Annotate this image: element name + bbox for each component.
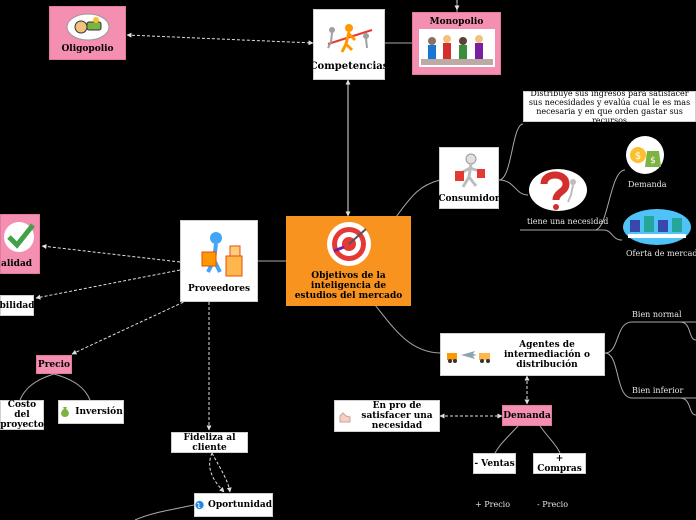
competencias-label: Competencias [309,60,389,72]
globe-icon [195,500,204,510]
checkmark-icon [4,222,35,252]
distribuye-text: Distribuye sus ingresos para satisfacer … [528,88,691,125]
node-oportunidad[interactable]: Oportunidad [194,493,273,517]
delivery-boxes-icon [201,232,243,277]
node-agentes[interactable]: Agentes de intermediación o distribución [440,333,605,376]
link-proveedores-calidad [41,244,181,263]
bilidad-label: bilidad [0,300,35,311]
link-central-agentes [374,304,441,354]
calidad-label: alidad [1,259,33,269]
agentes-label: Agentes de intermediación o distribución [504,339,590,370]
node-precio[interactable]: Precio [36,355,72,374]
mas-compras-label: + Compras [537,453,582,474]
link-precio-costo [19,373,55,401]
bien-normal-label: Bien normal [632,310,682,319]
link-demanda-compras [539,425,561,454]
node-monopolio[interactable]: Monopolio [412,12,501,75]
proveedores-label: Proveedores [187,284,251,294]
node-bilidad[interactable]: bilidad [0,295,34,316]
svg-text:$: $ [635,151,641,162]
node-proveedores[interactable]: Proveedores [180,220,258,302]
crowd-market-icon [418,29,495,67]
node-consumidor[interactable]: Consumidor [438,147,500,209]
link-consumidor-distribuye [498,123,524,181]
link-consumidor-necesidad [498,179,529,196]
link-bien-inferior-tail [679,397,696,416]
link-agentes-bien-normal [604,321,696,354]
svg-text:$: $ [650,156,656,166]
en-pro-label: En pro de satisfacer una necesidad [361,401,433,431]
node-menos-ventas[interactable]: - Ventas [473,453,516,474]
link-demanda-ventas [494,425,519,454]
necesidad-label: tiene una necesidad [527,217,609,226]
precio-label: Precio [37,359,71,370]
demanda-picture: $ $ [625,135,665,175]
link-proveedores-bilidad [35,269,181,300]
monopolio-label: Monopolio [429,17,484,27]
oportunidad-label: Oportunidad [208,500,272,510]
link-bien-normal-tail [679,321,696,341]
costo-proyecto-label: Costo del proyecto [0,400,44,430]
market-stalls-icon [623,209,691,245]
node-fideliza[interactable]: Fideliza al cliente [171,432,248,453]
transport-vehicles-icon [447,350,490,363]
link-fideliza-oportunidad-b [211,452,232,493]
target-icon [326,222,371,266]
oferta-picture [622,208,692,246]
link-precio-inversion [53,373,91,401]
node-costo-proyecto[interactable]: Costo del proyecto [0,400,44,430]
link-oportunidad-left [134,504,195,520]
link-agentes-bien-inferior [604,352,696,399]
necesidad-picture [528,168,588,212]
demanda-label: Demanda [503,410,551,421]
link-proveedores-precio [71,299,189,355]
demanda-top-label: Demanda [628,180,667,189]
link-necesidad-demanda [594,169,626,231]
node-en-pro[interactable]: En pro de satisfacer una necesidad [334,400,440,432]
inversion-label: Inversión [75,407,123,417]
link-necesidad-oferta [520,229,623,241]
node-competencias[interactable]: Competencias [310,9,388,80]
central-title: Objetivos de la inteligencia de estudios… [294,271,403,301]
node-calidad[interactable]: alidad [0,214,40,274]
oligopolio-label: Oligopolio [61,44,114,54]
consumidor-label: Consumidor [438,193,500,204]
link-fideliza-oportunidad-a [209,452,225,493]
shopper-icon [455,153,485,188]
money-bags-icon: $ $ [626,136,664,174]
mas-precio-label: + Precio [475,500,511,509]
handshake-money-icon [66,13,109,41]
node-demanda[interactable]: Demanda [502,405,552,426]
menos-ventas-label: - Ventas [474,458,515,469]
node-oligopolio[interactable]: Oligopolio [49,6,126,60]
menos-precio-label: - Precio [537,500,569,509]
money-bag-icon [61,407,70,417]
hand-icon [339,412,351,423]
race-finish-icon [327,23,373,53]
link-oligopolio-competencias [126,32,314,46]
link-central-consumidor [395,179,441,218]
node-distribuye[interactable]: Distribuye sus ingresos para satisfacer … [523,88,696,125]
node-mas-compras[interactable]: + Compras [533,453,586,474]
red-question-mark-icon [529,169,587,211]
node-inversion[interactable]: Inversión [58,400,124,424]
fideliza-label: Fideliza al cliente [183,432,236,453]
bien-inferior-label: Bien inferior [632,386,684,395]
node-central[interactable]: Objetivos de la inteligencia de estudios… [286,216,411,306]
oferta-label: Oferta de mercado [626,249,696,258]
